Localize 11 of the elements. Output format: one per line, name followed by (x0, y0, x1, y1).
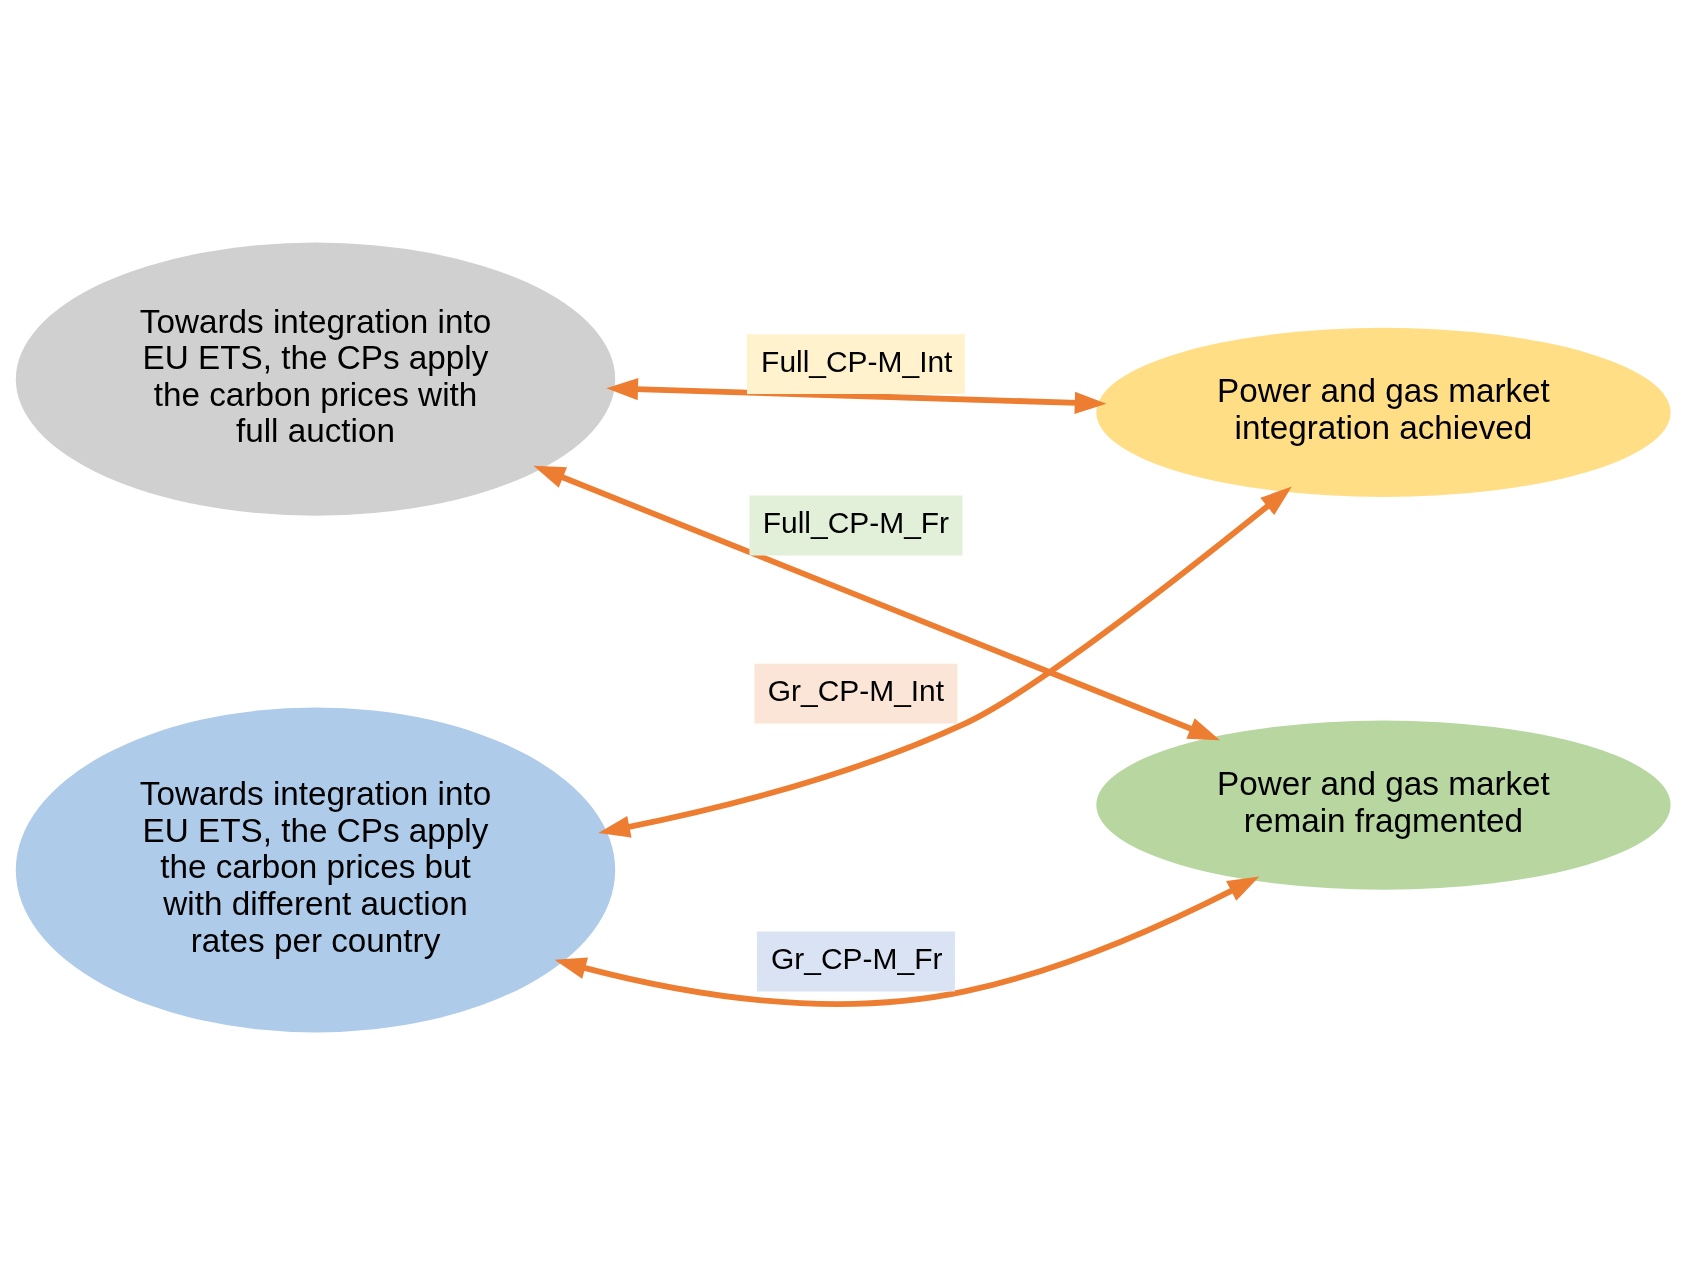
node-ellipse: Towards integration into EU ETS, the CPs apply the carbon prices but with different auction rates per country (15, 707, 616, 1033)
arrow (598, 486, 1292, 838)
edge-label: Full_CP-M_Fr (762, 505, 950, 539)
arrow (606, 378, 1107, 414)
node-ellipse: Towards integration into EU ETS, the CPs apply the carbon prices with full auction (15, 242, 616, 516)
edge-label: Full_CP-M_Int (761, 344, 953, 378)
node-ellipse: Power and gas market integration achieved (1096, 327, 1671, 497)
arrow (554, 876, 1260, 1007)
edge-label: Gr_CP-M_Fr (771, 941, 943, 975)
arrow (533, 465, 1220, 741)
edge-label: Gr_CP-M_Int (767, 673, 945, 707)
